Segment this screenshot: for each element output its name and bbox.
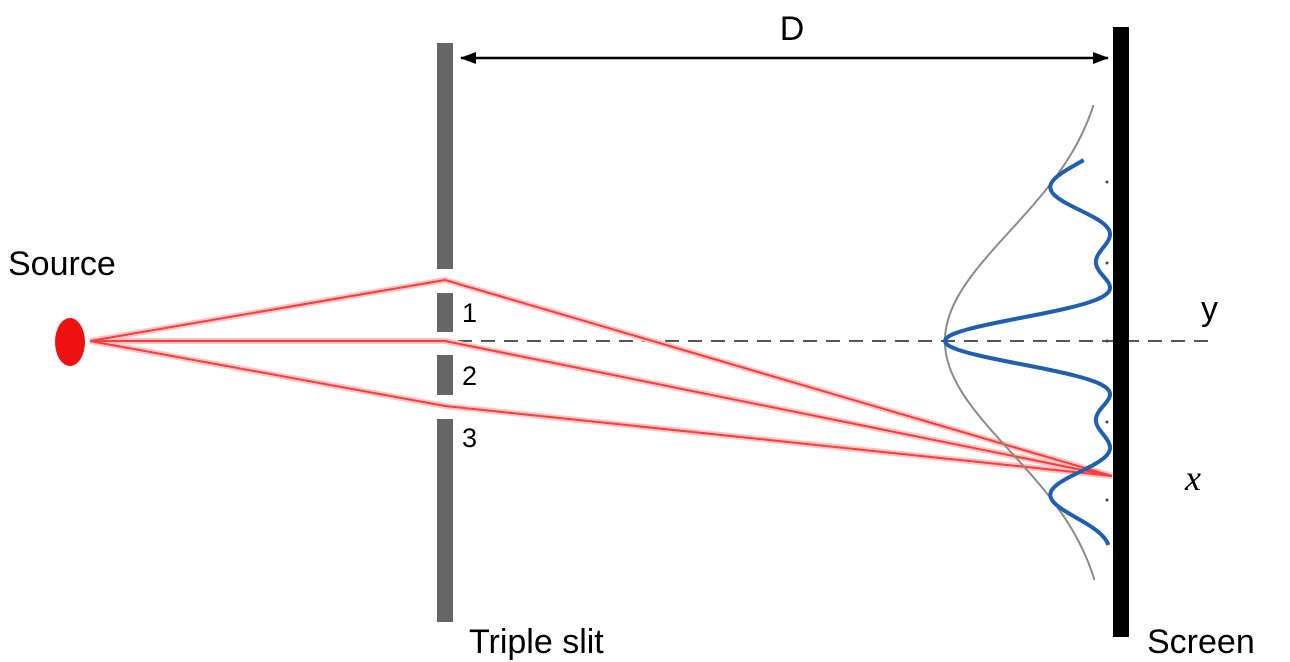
slit-label-2: 2: [462, 361, 477, 391]
screen-label: Screen: [1147, 623, 1255, 661]
triple-slit-label: Triple slit: [469, 623, 604, 661]
light-rays: [89, 277, 1113, 479]
ray-through-slit-2: [90, 340, 1113, 477]
screen-tick-1: [1105, 180, 1109, 184]
interference-pattern-curve: [943, 158, 1112, 546]
screen-tick-4: [1105, 420, 1109, 424]
triple-slit-barrier: [437, 43, 453, 622]
light-source: [55, 318, 85, 366]
distance-label: D: [780, 10, 805, 48]
envelope-curve: [944, 104, 1096, 581]
slit-label-1: 1: [462, 298, 477, 328]
barrier-segment-1: [437, 293, 453, 332]
source-label: Source: [8, 245, 116, 283]
axis-y-label: y: [1201, 290, 1218, 328]
screen-tick-2: [1105, 261, 1109, 265]
barrier-segment-top: [437, 43, 453, 269]
screen-tick-marks: [1105, 180, 1109, 502]
ray-through-slit-3: [89, 340, 1113, 477]
ray-through-slit-1: [89, 279, 1113, 477]
screen-tick-3: [1105, 339, 1109, 343]
barrier-segment-bottom: [437, 419, 453, 622]
screen: [1113, 27, 1129, 637]
axis-x-label: x: [1184, 458, 1201, 498]
slit-label-3: 3: [462, 423, 477, 453]
barrier-segment-2: [437, 355, 453, 395]
screen-tick-5: [1105, 498, 1109, 502]
